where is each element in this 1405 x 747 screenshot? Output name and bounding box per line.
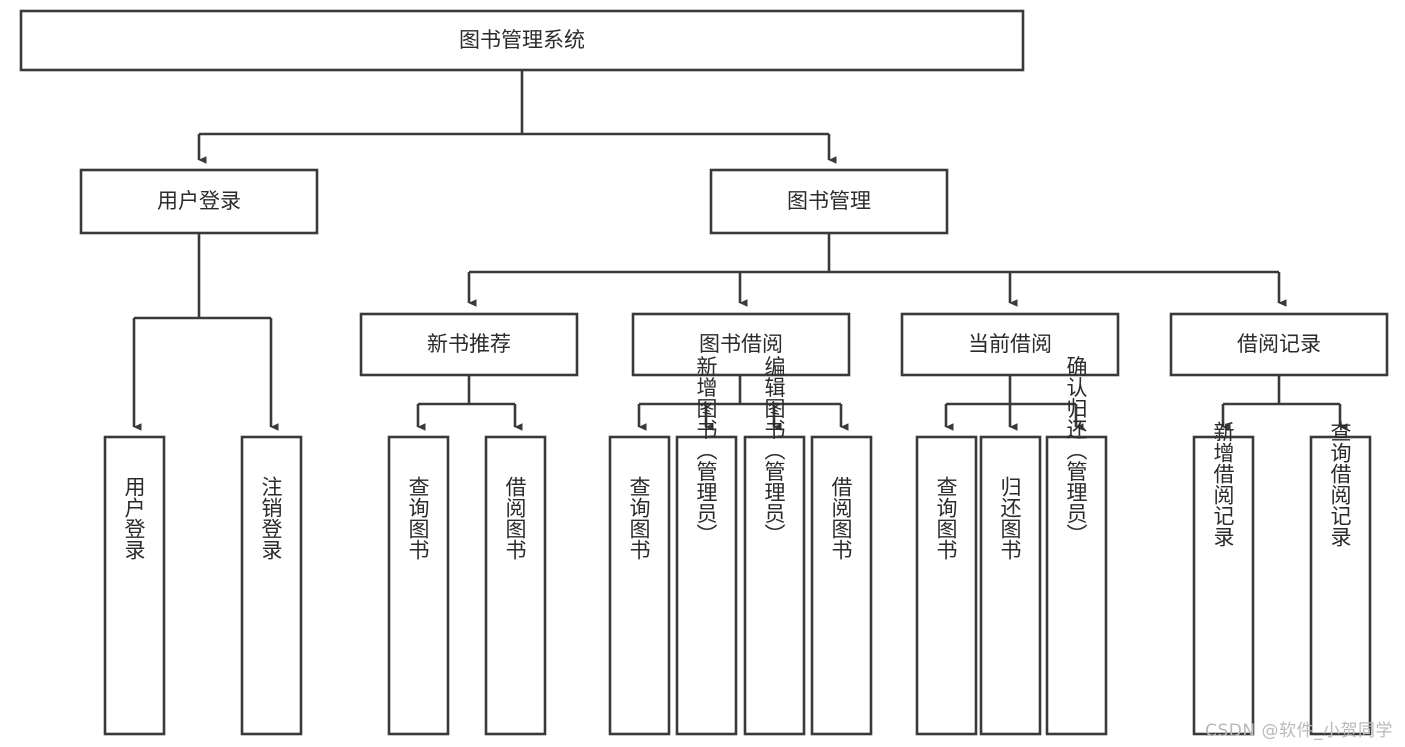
node-leaf-edit-book-label: 编辑图书（管理员） <box>762 356 786 545</box>
node-leaf-add-record-box[interactable] <box>1192 435 1255 736</box>
node-leaf-query-book-2-box[interactable] <box>608 435 671 736</box>
node-current-borrow-label: 当前借阅 <box>968 332 1052 356</box>
node-leaf-query-book-2-label: 查询图书 <box>627 476 651 560</box>
node-book-borrow-label: 图书借阅 <box>699 332 783 356</box>
node-leaf-borrow-book-2[interactable]: 借阅图书 <box>810 435 873 736</box>
node-leaf-query-book-1[interactable]: 查询图书 <box>387 435 450 736</box>
node-leaf-logout-login-label: 注销登录 <box>259 476 283 560</box>
connectors-borrow-record <box>1221 375 1348 431</box>
node-leaf-query-book-3-box[interactable] <box>915 435 978 736</box>
node-leaf-query-record[interactable]: 查询借阅记录 <box>1309 421 1372 736</box>
node-leaf-borrow-book-1-box[interactable] <box>484 435 547 736</box>
node-leaf-return-book-label: 归还图书 <box>998 476 1022 560</box>
node-leaf-edit-book[interactable]: 编辑图书（管理员） <box>743 356 806 736</box>
node-leaf-add-book[interactable]: 新增图书（管理员） <box>675 356 738 736</box>
node-current-borrow[interactable]: 当前借阅 <box>900 312 1120 377</box>
node-leaf-borrow-book-1[interactable]: 借阅图书 <box>484 435 547 736</box>
node-leaf-confirm-return[interactable]: 确认归还（管理员） <box>1045 356 1108 736</box>
node-user-login-box[interactable] <box>79 168 319 235</box>
node-leaf-query-book-1-box[interactable] <box>387 435 450 736</box>
node-book-borrow-box[interactable] <box>631 312 851 377</box>
connectors-root <box>197 70 837 164</box>
node-borrow-record-label: 借阅记录 <box>1237 332 1321 356</box>
connectors-current-borrow <box>944 375 1084 431</box>
node-root[interactable]: 图书管理系统 <box>19 9 1025 72</box>
node-new-book-recommend-box[interactable] <box>359 312 579 377</box>
node-leaf-confirm-return-box[interactable] <box>1045 435 1108 736</box>
node-leaf-user-login[interactable]: 用户登录 <box>103 435 166 736</box>
node-leaf-borrow-book-1-label: 借阅图书 <box>503 476 527 560</box>
node-leaf-user-login-box[interactable] <box>103 435 166 736</box>
node-leaf-add-record[interactable]: 新增借阅记录 <box>1192 421 1255 736</box>
node-leaf-edit-book-box[interactable] <box>743 435 806 736</box>
node-borrow-record[interactable]: 借阅记录 <box>1169 312 1389 377</box>
node-leaf-return-book-box[interactable] <box>979 435 1042 736</box>
node-leaf-query-book-3-label: 查询图书 <box>934 476 958 560</box>
node-leaf-query-record-label: 查询借阅记录 <box>1328 421 1352 547</box>
node-leaf-query-book-2[interactable]: 查询图书 <box>608 435 671 736</box>
node-root-box[interactable] <box>19 9 1025 72</box>
node-leaf-query-record-box[interactable] <box>1309 435 1372 736</box>
node-root-label: 图书管理系统 <box>459 28 585 52</box>
node-leaf-confirm-return-label: 确认归还（管理员） <box>1064 356 1088 545</box>
node-book-manage-label: 图书管理 <box>787 189 871 213</box>
node-user-login-label: 用户登录 <box>157 189 241 213</box>
node-leaf-add-book-label: 新增图书（管理员） <box>694 356 718 545</box>
node-new-book-recommend-label: 新书推荐 <box>427 332 511 356</box>
node-leaf-borrow-book-2-label: 借阅图书 <box>829 476 853 560</box>
node-book-manage[interactable]: 图书管理 <box>709 168 949 235</box>
node-new-book-recommend[interactable]: 新书推荐 <box>359 312 579 377</box>
node-leaf-logout-login[interactable]: 注销登录 <box>240 435 303 736</box>
connectors-book-manage <box>467 233 1287 307</box>
node-leaf-add-book-box[interactable] <box>675 435 738 736</box>
node-leaf-logout-login-box[interactable] <box>240 435 303 736</box>
node-book-manage-box[interactable] <box>709 168 949 235</box>
connectors-user-login <box>132 233 279 431</box>
node-leaf-user-login-label: 用户登录 <box>122 476 146 560</box>
node-book-borrow[interactable]: 图书借阅 <box>631 312 851 377</box>
node-leaf-query-book-3[interactable]: 查询图书 <box>915 435 978 736</box>
node-user-login[interactable]: 用户登录 <box>79 168 319 235</box>
node-leaf-borrow-book-2-box[interactable] <box>810 435 873 736</box>
connectors-book-borrow <box>637 375 849 431</box>
node-leaf-add-record-label: 新增借阅记录 <box>1211 421 1235 547</box>
node-borrow-record-box[interactable] <box>1169 312 1389 377</box>
connectors-new-book-recommend <box>416 375 523 431</box>
node-leaf-query-book-1-label: 查询图书 <box>406 476 430 560</box>
node-leaf-return-book[interactable]: 归还图书 <box>979 435 1042 736</box>
node-current-borrow-box[interactable] <box>900 312 1120 377</box>
